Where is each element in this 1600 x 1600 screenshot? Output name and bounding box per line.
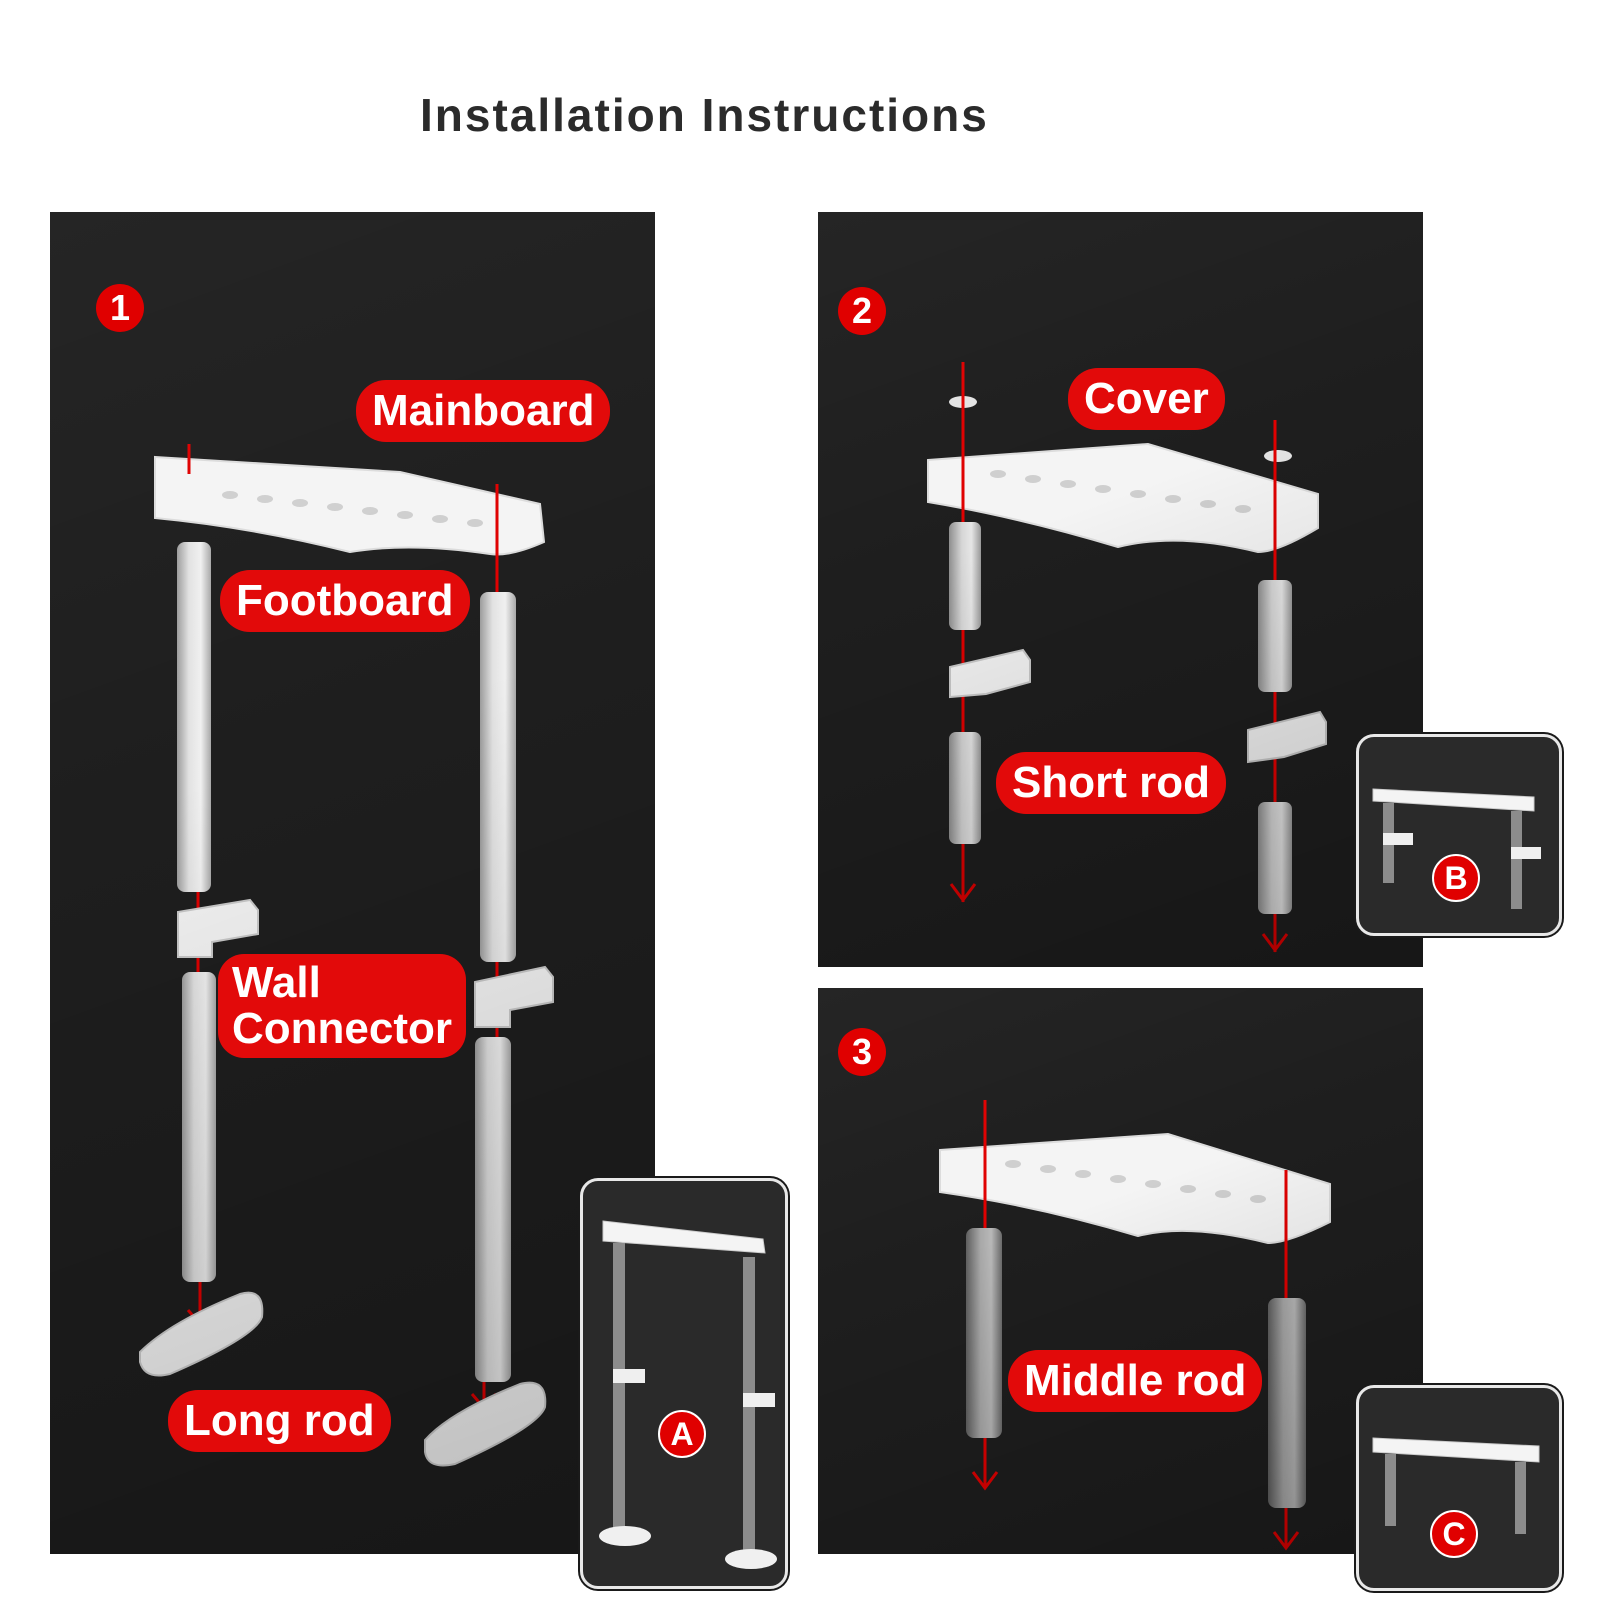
foot-right <box>424 1381 547 1467</box>
inset-badge-c: C <box>1430 1510 1478 1558</box>
shelf <box>939 1132 1331 1245</box>
short-rod-right <box>1258 580 1292 914</box>
label-long-rod: Long rod <box>168 1390 391 1452</box>
label-mainboard: Mainboard <box>356 380 611 442</box>
step-1-illustration <box>139 444 554 1467</box>
inset-b-preview <box>1356 734 1562 936</box>
long-rod-left <box>177 542 216 1282</box>
mainboard-shelf <box>154 455 546 556</box>
cover-right <box>1264 450 1292 462</box>
step-badge: 2 <box>838 287 886 335</box>
step-3-panel: 3 Middle rod <box>818 988 1423 1554</box>
inset-c-preview <box>1356 1385 1562 1591</box>
wall-connector-left <box>177 898 259 958</box>
step-badge: 1 <box>96 284 144 332</box>
short-rod-left <box>949 522 981 844</box>
long-rod-right <box>475 592 516 1382</box>
inset-c-illustration <box>1372 1437 1540 1534</box>
label-middle-rod: Middle rod <box>1008 1350 1263 1412</box>
step-badge: 3 <box>838 1028 886 1076</box>
middle-rod-left <box>966 1228 1002 1438</box>
label-wall-connector: Wall Connector <box>218 954 466 1059</box>
inset-badge-a: A <box>658 1410 706 1458</box>
inset-a-illustration <box>599 1220 777 1569</box>
label-short-rod: Short rod <box>996 752 1226 814</box>
step-1-panel: 1 Mainboard Footboard Wall Connector Lon… <box>50 212 655 1554</box>
shelf <box>927 442 1319 554</box>
inset-badge-b: B <box>1432 854 1480 902</box>
wall-connector-right <box>1247 710 1327 764</box>
foot-left <box>139 1291 264 1377</box>
wall-connector-left <box>949 648 1031 699</box>
middle-rod-right <box>1268 1298 1306 1508</box>
inset-a-preview <box>580 1178 788 1589</box>
step-2-panel: 2 Cover Short rod <box>818 212 1423 967</box>
label-cover: Cover <box>1068 368 1225 430</box>
wall-connector-right <box>474 965 554 1028</box>
step-3-illustration <box>939 1100 1331 1551</box>
step-2-illustration <box>927 362 1327 953</box>
inset-b-illustration <box>1372 788 1541 909</box>
page-title: Installation Instructions <box>420 89 989 141</box>
label-footboard: Footboard <box>220 570 470 632</box>
